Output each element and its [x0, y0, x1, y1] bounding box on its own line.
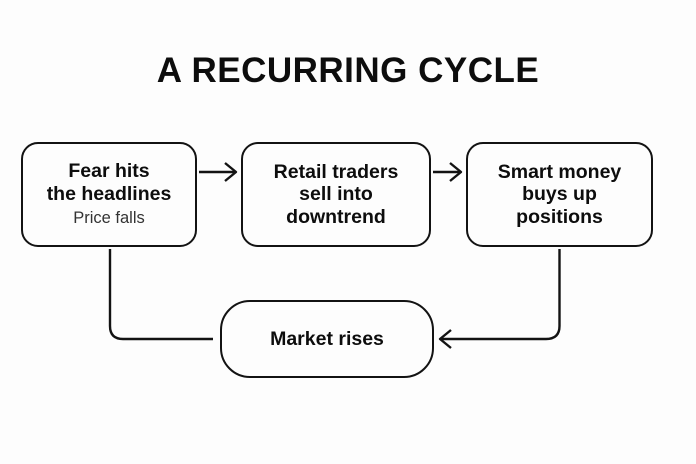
node-market-headline: Market rises — [270, 327, 384, 350]
edge-smart-to-market — [438, 249, 561, 349]
edge-fear-to-retail — [199, 162, 238, 182]
node-smart-headline: Smart money buys up positions — [497, 160, 622, 228]
node-fear-hits-the-headlines[interactable]: Fear hits the headlines Price falls — [21, 142, 197, 247]
node-smart-money-buys-up-positions[interactable]: Smart money buys up positions — [466, 142, 653, 247]
node-fear-headline: Fear hits the headlines — [46, 160, 172, 206]
node-market-rises[interactable]: Market rises — [220, 300, 434, 378]
edge-market-to-fear — [108, 249, 213, 341]
node-fear-subtext: Price falls — [73, 208, 145, 227]
node-retail-headline: Retail traders sell into downtrend — [273, 160, 399, 228]
edge-retail-to-smart — [433, 162, 463, 182]
page-title: A RECURRING CYCLE — [156, 51, 540, 90]
node-retail-traders-sell-into-downtrend[interactable]: Retail traders sell into downtrend — [241, 142, 431, 247]
